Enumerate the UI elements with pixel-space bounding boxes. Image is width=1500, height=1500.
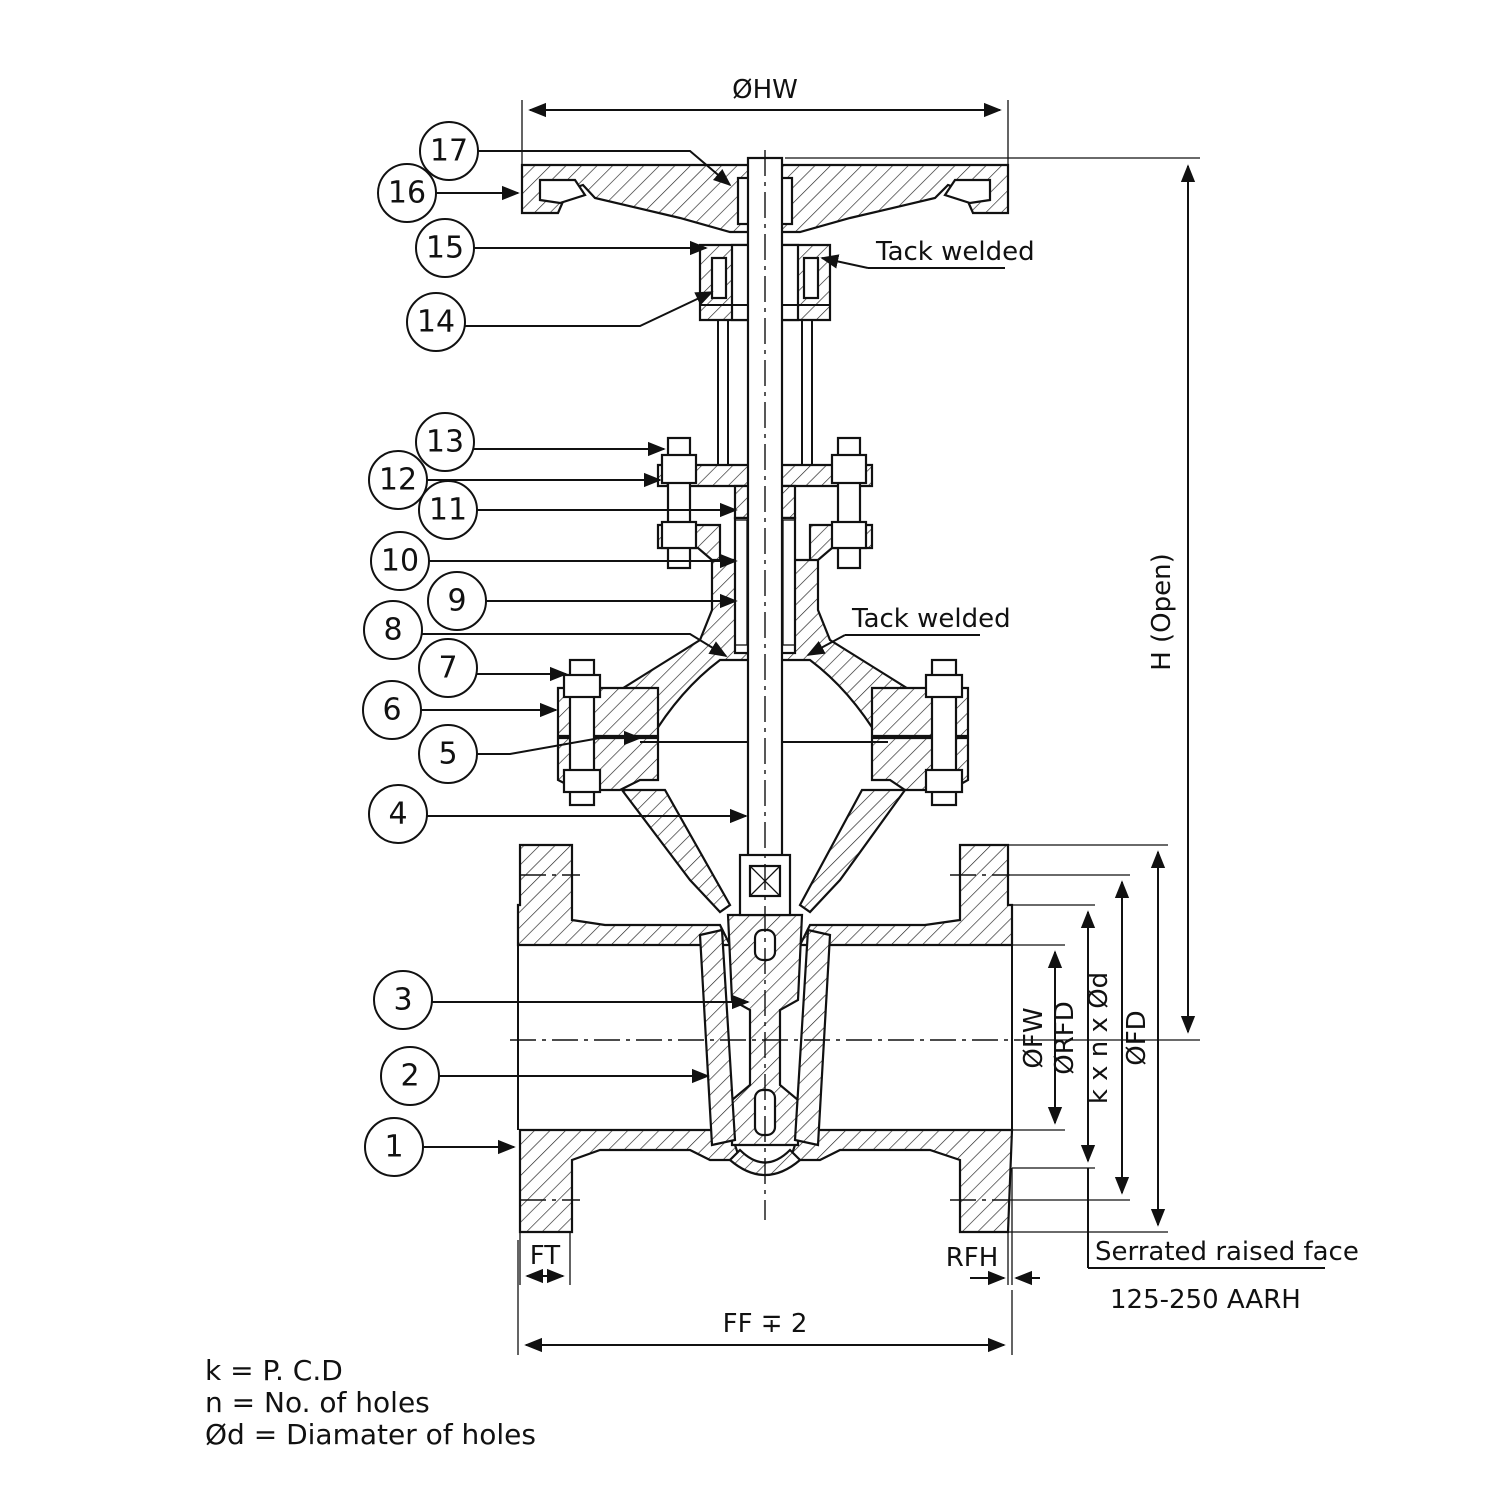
note-serrated-face: Serrated raised face 125-250 AARH <box>1087 1168 1359 1315</box>
dimension-pcd-label: k x n x Ød <box>1084 972 1114 1104</box>
dimension-ft-label: FT <box>530 1241 560 1271</box>
dimension-ff: FF ∓ 2 <box>517 1240 1013 1355</box>
legend-line-2: n = No. of holes <box>205 1386 430 1419</box>
dimension-rfh-label: RFH <box>946 1243 999 1273</box>
balloon-5: 5 <box>438 737 457 772</box>
note-tack-welded-mid: Tack welded <box>806 604 1011 656</box>
legend-line-3: Ød = Diamater of holes <box>205 1418 536 1451</box>
balloon-7: 7 <box>438 651 457 686</box>
note-tack-welded-top: Tack welded <box>820 237 1035 269</box>
dimension-rfd: ØRFD <box>1012 904 1096 1169</box>
note-tack-welded-top-label: Tack welded <box>875 237 1035 267</box>
yoke-arms <box>717 320 813 465</box>
balloon-8: 8 <box>383 613 402 648</box>
dimension-hw-label: ØHW <box>732 75 798 105</box>
legend: k = P. C.D n = No. of holes Ød = Diamate… <box>205 1354 536 1451</box>
body-neck <box>619 741 908 914</box>
dimension-hw: ØHW <box>521 75 1009 165</box>
note-serrated-face-label: Serrated raised face <box>1095 1237 1359 1267</box>
balloon-16: 16 <box>388 176 426 211</box>
balloon-3: 3 <box>393 983 412 1018</box>
dimension-ff-label: FF ∓ 2 <box>723 1309 808 1339</box>
dimension-fw-label: ØFW <box>1019 1007 1049 1068</box>
balloon-13: 13 <box>426 425 464 460</box>
balloon-12: 12 <box>379 463 417 498</box>
dimension-fw: ØFW <box>1012 944 1065 1131</box>
note-finish-label: 125-250 AARH <box>1110 1285 1301 1315</box>
dimension-ft: FT <box>519 1232 571 1285</box>
dimension-fd-label: ØFD <box>1122 1010 1152 1065</box>
balloon-15: 15 <box>426 231 464 266</box>
dimension-rfh: RFH <box>946 1168 1040 1286</box>
bolts <box>562 436 964 807</box>
legend-line-1: k = P. C.D <box>205 1354 343 1387</box>
dimension-pcd: k x n x Ød <box>1010 874 1130 1201</box>
seat-rings <box>698 928 832 1147</box>
balloon-17: 17 <box>430 134 468 169</box>
balloon-9: 9 <box>447 584 466 619</box>
balloon-1: 1 <box>384 1130 403 1165</box>
wedge <box>726 913 804 1147</box>
center-lines <box>510 150 1020 1220</box>
dimension-rfd-label: ØRFD <box>1050 1001 1080 1075</box>
balloon-10: 10 <box>381 544 419 579</box>
balloon-11: 11 <box>429 493 467 528</box>
balloon-6: 6 <box>382 693 401 728</box>
note-tack-welded-mid-label: Tack welded <box>851 604 1011 634</box>
balloon-4: 4 <box>388 797 407 832</box>
part-balloons: 17 16 15 14 13 12 11 10 9 8 <box>362 121 750 1177</box>
balloon-2: 2 <box>400 1059 419 1094</box>
balloon-14: 14 <box>417 305 455 340</box>
dimension-h-open-label: H (Open) <box>1147 553 1177 671</box>
